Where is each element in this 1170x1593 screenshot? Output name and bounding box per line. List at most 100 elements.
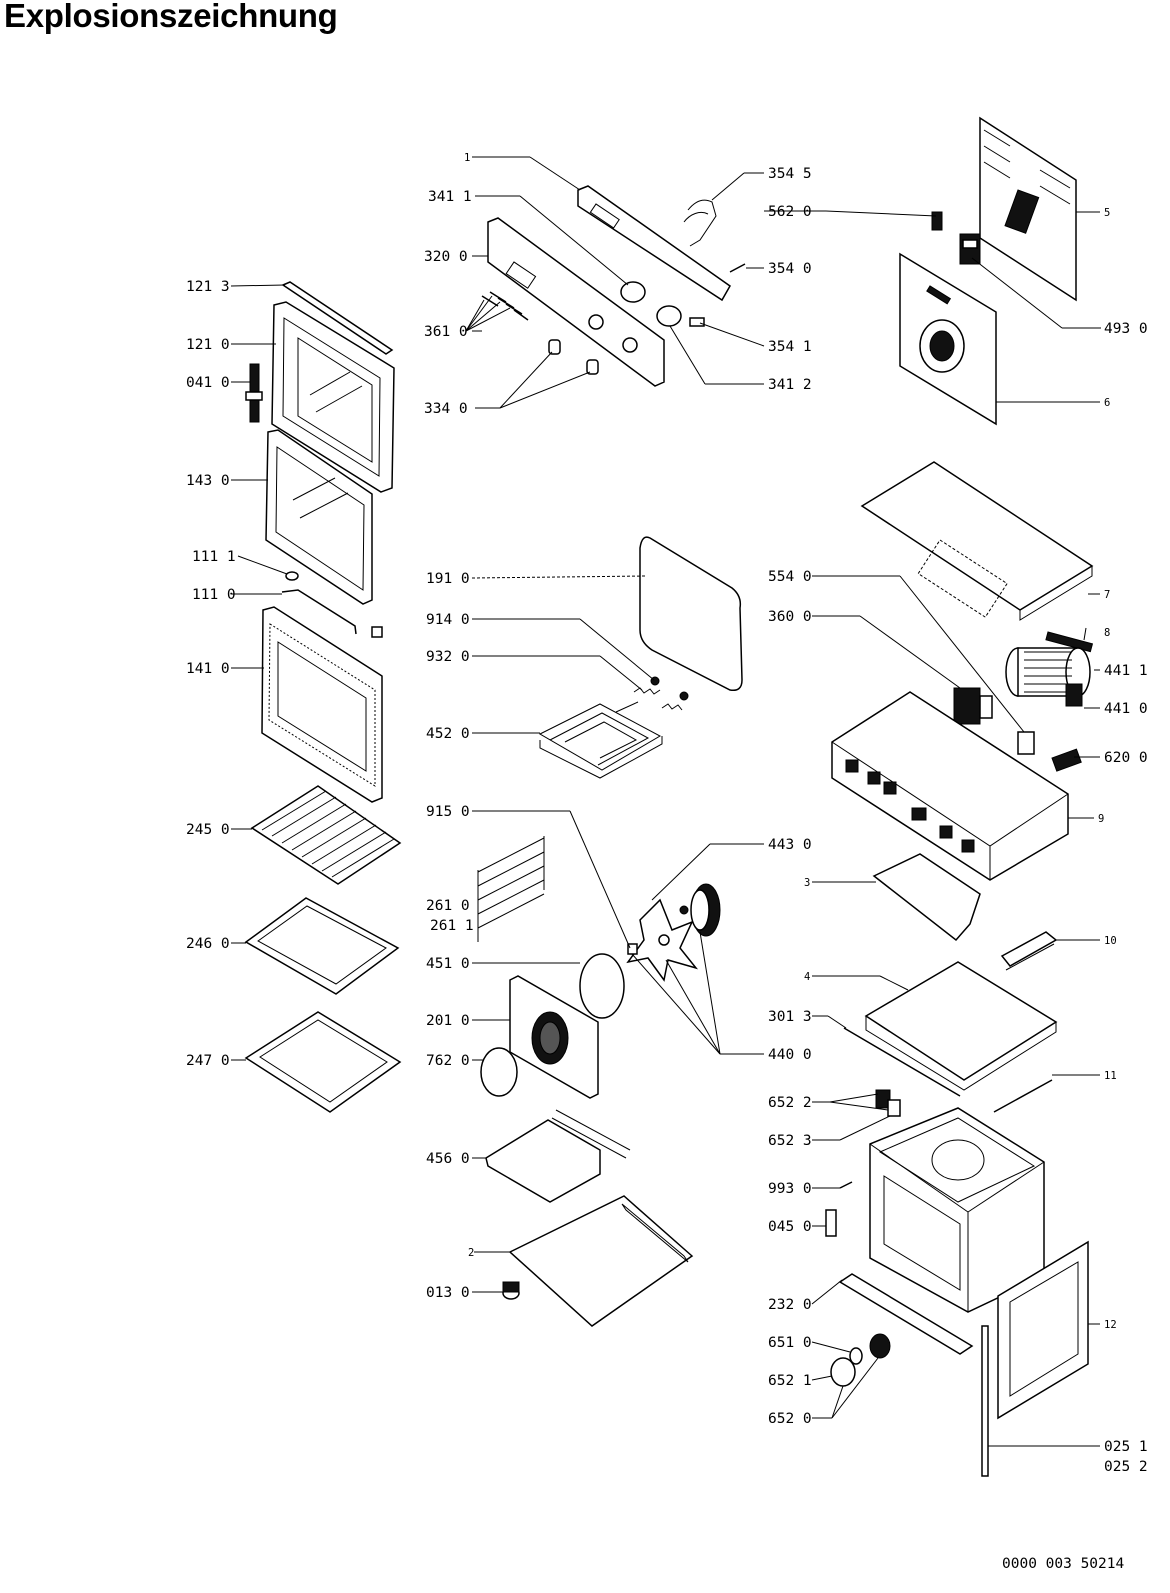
bottom-plate	[508, 1195, 694, 1327]
label-191-0: 191 0	[426, 571, 470, 587]
label-246-0: 246 0	[186, 936, 230, 952]
label-441-0: 441 0	[1104, 701, 1148, 717]
label-232-0: 232 0	[768, 1297, 812, 1313]
label-045-0: 045 0	[768, 1219, 812, 1235]
label-360-0: 360 0	[768, 609, 812, 625]
label-201-0: 201 0	[426, 1013, 470, 1029]
label-261-0: 261 0	[426, 898, 470, 914]
circuit-board	[577, 185, 731, 302]
label-456-0: 456 0	[426, 1151, 470, 1167]
label-12: 12	[1104, 1319, 1117, 1331]
screws	[481, 291, 529, 321]
label-4: 4	[804, 971, 810, 983]
door-front-glass	[261, 606, 383, 803]
label-562-0: 562 0	[768, 204, 812, 220]
label-652-0: 652 0	[768, 1411, 812, 1427]
label-354-1: 354 1	[768, 339, 812, 355]
label-11: 11	[1104, 1070, 1117, 1082]
front-bracket	[1000, 931, 1058, 967]
lamp-socket	[869, 1333, 891, 1359]
label-141-0: 141 0	[186, 661, 230, 677]
label-915-0: 915 0	[426, 804, 470, 820]
label-6: 6	[1104, 397, 1110, 409]
label-025-1: 025 1	[1104, 1439, 1148, 1455]
label-121-3: 121 3	[186, 279, 230, 295]
ring-heating-element	[579, 953, 625, 1019]
left-labels: 121 3 121 0 041 0 143 0 111 1 111 0 141 …	[186, 279, 236, 1069]
top-cover	[860, 461, 1094, 611]
label-9: 9	[1098, 813, 1104, 825]
lamp-bulb	[849, 1347, 863, 1365]
wire-harness	[687, 199, 717, 247]
control-knob	[586, 359, 599, 375]
label-914-0: 914 0	[426, 612, 470, 628]
drawing-number: 0000 003 50214	[1002, 1556, 1124, 1572]
label-493-0: 493 0	[1104, 321, 1148, 337]
bottom-heating-element	[485, 1119, 601, 1203]
screw-993	[839, 1181, 853, 1189]
control-panel-assembly	[481, 185, 746, 387]
cover-disc	[480, 1047, 518, 1097]
oven-cavity	[869, 1107, 1045, 1313]
heating-elements	[477, 536, 743, 1327]
lamp-glass	[830, 1357, 856, 1387]
side-racks	[477, 836, 545, 942]
label-2: 2	[468, 1247, 474, 1259]
control-knob	[548, 339, 561, 355]
fan-bracket	[1045, 631, 1094, 653]
front-strip	[838, 1273, 974, 1355]
label-354-5: 354 5	[768, 166, 812, 182]
top-rail	[993, 1079, 1053, 1113]
deep-tray	[244, 1011, 402, 1113]
inner-glass-pane	[265, 429, 373, 605]
air-deflector	[872, 853, 981, 942]
label-1: 1	[464, 152, 470, 164]
label-041-0: 041 0	[186, 375, 230, 391]
label-652-2: 652 2	[768, 1095, 812, 1111]
label-554-0: 554 0	[768, 569, 812, 585]
glass-clip	[285, 571, 299, 581]
label-652-3: 652 3	[768, 1133, 812, 1149]
label-341-1: 341 1	[428, 189, 472, 205]
label-620-0: 620 0	[1104, 750, 1148, 766]
wire-rack	[250, 785, 402, 885]
label-3: 3	[804, 877, 810, 889]
top-plate	[864, 961, 1058, 1081]
door-assembly	[245, 281, 395, 803]
center-labels: 1 341 1 320 0 361 0 334 0 354 5 562 0 35…	[424, 152, 812, 1301]
relay	[959, 233, 981, 265]
label-143-0: 143 0	[186, 473, 230, 489]
sensor-clip	[931, 211, 943, 231]
label-443-0: 443 0	[768, 837, 812, 853]
baking-tray	[244, 897, 400, 995]
glass-holder-bar	[281, 589, 357, 635]
label-025-2: 025 2	[1104, 1459, 1148, 1475]
label-261-1: 261 1	[430, 918, 474, 934]
housing-assembly	[825, 116, 1094, 1477]
label-111-1: 111 1	[192, 549, 236, 565]
label-440-0: 440 0	[768, 1047, 812, 1063]
control-fascia	[487, 217, 665, 387]
label-651-0: 651 0	[768, 1335, 812, 1351]
label-245-0: 245 0	[186, 822, 230, 838]
selector-switch	[953, 687, 981, 725]
label-121-0: 121 0	[186, 337, 230, 353]
label-5: 5	[1104, 207, 1110, 219]
fan-wheel	[626, 898, 699, 982]
side-rail	[843, 1027, 961, 1097]
oven-gasket	[639, 536, 743, 692]
label-334-0: 334 0	[424, 401, 468, 417]
page-title: Explosionszeichnung	[4, 0, 338, 34]
label-013-0: 013 0	[426, 1285, 470, 1301]
knob-disc-left	[620, 281, 646, 303]
latch-045	[825, 1209, 837, 1237]
label-7: 7	[1104, 589, 1110, 601]
thermostat	[1017, 731, 1035, 755]
vertical-rail	[981, 1325, 989, 1477]
label-247-0: 247 0	[186, 1053, 230, 1069]
label-452-0: 452 0	[426, 726, 470, 742]
label-652-1: 652 1	[768, 1373, 812, 1389]
control-housing	[831, 691, 1069, 881]
